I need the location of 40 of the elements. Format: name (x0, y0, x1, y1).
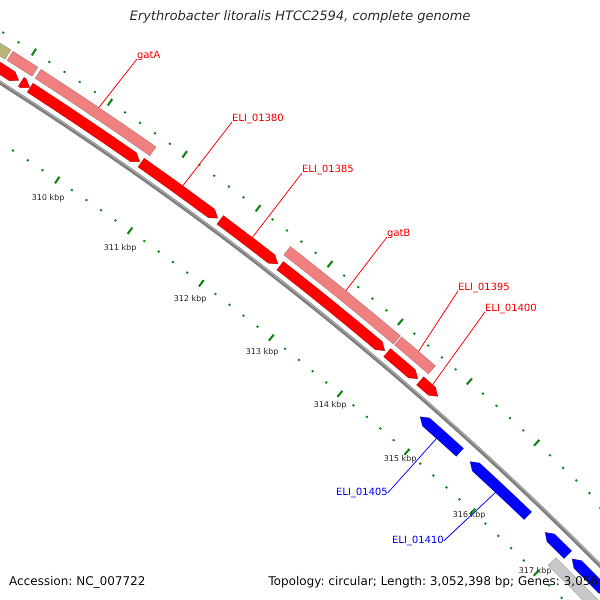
gene-label: gatB (387, 228, 410, 240)
scale-label: 310 kbp (32, 192, 64, 203)
gene-label: gatA (137, 50, 160, 62)
gene-feature (138, 158, 218, 219)
gene-feature (470, 461, 532, 520)
leader-line (418, 290, 458, 352)
gene-feature (544, 532, 572, 559)
scale-label: 314 kbp (314, 399, 346, 410)
scale-label: 316 kbp (452, 509, 486, 520)
leader-line (182, 122, 232, 186)
scale-label: 311 kbp (104, 242, 136, 253)
gene-label: ELI_01410 (392, 535, 444, 547)
leader-line (252, 172, 302, 238)
leader-line (432, 312, 486, 385)
gene-feature (26, 82, 140, 162)
gene-feature (420, 416, 464, 457)
gene-label: ELI_01395 (458, 282, 510, 294)
leader-line (443, 492, 496, 542)
gene-feature (276, 260, 386, 352)
accession-text: Accession: NC_007722 (9, 574, 146, 589)
scale-label: 312 kbp (174, 293, 206, 304)
gene-feature (216, 215, 278, 264)
leader-line (345, 236, 388, 291)
gene-label: ELI_01405 (336, 487, 388, 499)
gene-feature (283, 246, 401, 345)
scale-label: 315 kbp (384, 453, 416, 464)
scale-label: 317 kbp (518, 565, 552, 576)
gene-feature (383, 348, 418, 380)
leader-line (98, 58, 138, 108)
leader-line (387, 438, 437, 494)
gene-feature (6, 50, 38, 77)
gene-label: ELI_01380 (232, 113, 284, 125)
gene-label: ELI_01400 (485, 303, 537, 315)
gene-feature (18, 76, 30, 88)
map-title: Erythrobacter litoralis HTCC2594, complete genome (130, 9, 470, 24)
gene-label: ELI_01385 (302, 164, 354, 176)
scale-label: 313 kbp (246, 346, 278, 357)
gene-feature (34, 68, 156, 156)
gene-feature (394, 336, 436, 374)
gene-feature (416, 376, 438, 397)
